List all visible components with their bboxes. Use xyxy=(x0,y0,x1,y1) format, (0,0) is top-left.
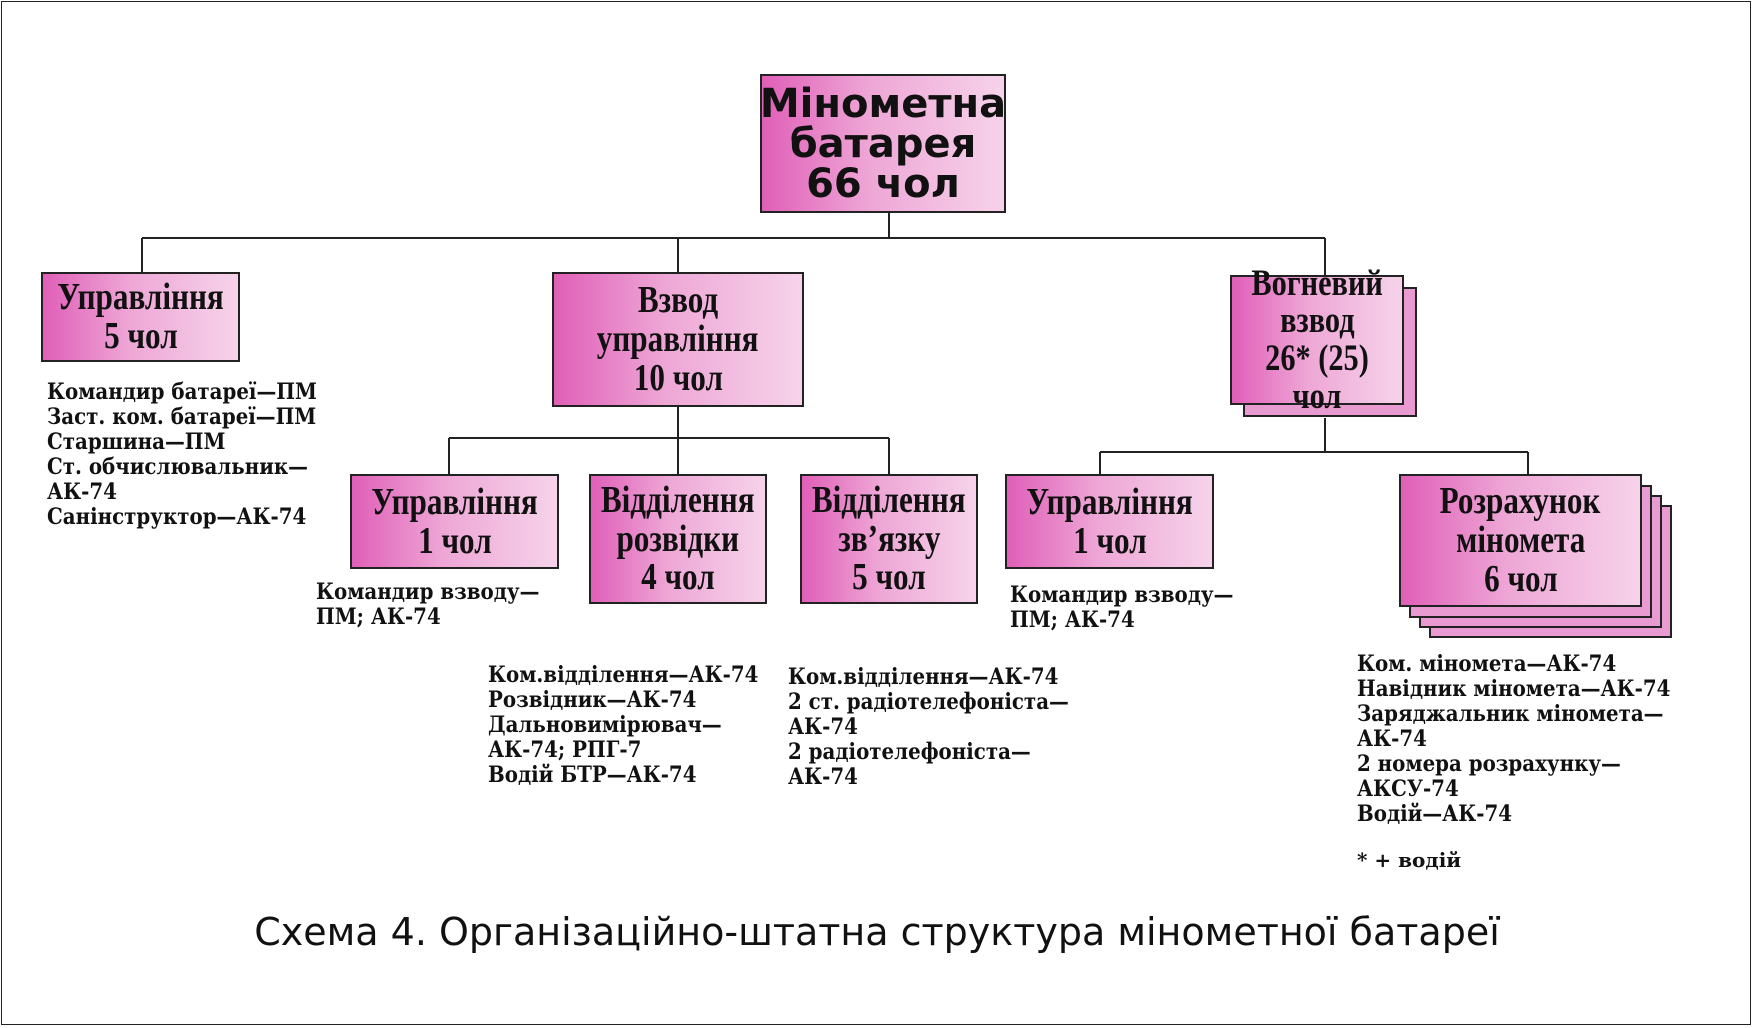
node-line: 1 чол xyxy=(1072,519,1147,562)
list-item: Розвідник—АК-74 xyxy=(488,687,697,713)
list-item: АК-74 xyxy=(1357,726,1427,752)
footnote: * + водій xyxy=(1357,848,1462,872)
list-item: ПМ; АК-74 xyxy=(1010,607,1135,633)
node-line: 5 чол xyxy=(852,556,926,599)
list-item: Ком. міномета—АК-74 xyxy=(1357,651,1617,677)
staff-list-zviazok: Ком.відділення—АК-74 2 ст. радіотелефоні… xyxy=(788,665,1100,790)
list-item: Ст. обчислювальник— xyxy=(47,454,308,480)
list-item: Командир взводу— xyxy=(1010,582,1234,608)
node-line: розвідки xyxy=(616,517,740,560)
node-viddilennia-zviazku: Відділення зв’язку 5 чол xyxy=(800,474,978,604)
node-line: 5 чол xyxy=(103,315,178,357)
node-line: Вогневий xyxy=(1251,262,1383,304)
list-item: Командир взводу— xyxy=(316,579,540,605)
node-vognevyi-upravlinnia: Управління 1 чол xyxy=(1005,474,1214,569)
node-root-battery: Мінометна батарея 66 чол xyxy=(760,74,1006,213)
node-vognevyi-vzvod: Вогневий взвод 26* (25) чол xyxy=(1230,264,1404,415)
staff-list-rozvidka: Ком.відділення—АК-74 Розвідник—АК-74 Дал… xyxy=(488,663,788,788)
node-upravlinnia: Управління 5 чол xyxy=(41,272,240,362)
node-line: Відділення xyxy=(812,478,966,521)
list-item: Санінструктор—АК-74 xyxy=(47,504,307,530)
node-line: зв’язку xyxy=(837,517,941,560)
node-vzvod-upr-upravlinnia: Управління 1 чол xyxy=(350,474,559,569)
node-line: Управління xyxy=(1026,480,1193,523)
list-item: Старшина—ПМ xyxy=(47,429,226,455)
node-line: міномета xyxy=(1455,519,1586,562)
staff-list-vognevyi-upr: Командир взводу— ПМ; АК-74 xyxy=(1010,583,1258,633)
list-item: Заряджальник міномета— xyxy=(1357,701,1664,727)
list-item: 2 радіотелефоніста— xyxy=(788,739,1031,765)
node-line: Взвод xyxy=(637,279,719,322)
list-item: АК-74 xyxy=(788,714,858,740)
node-line: батарея xyxy=(789,120,977,167)
list-item: АК-74; РПГ-7 xyxy=(488,737,642,763)
list-item: Навідник міномета—АК-74 xyxy=(1357,676,1671,702)
node-vzvod-upravlinnia: Взвод управління 10 чол xyxy=(552,272,804,407)
node-line: Розрахунок xyxy=(1440,480,1601,523)
node-line: 4 чол xyxy=(641,556,715,599)
node-line: управління xyxy=(597,318,759,361)
list-item: АК-74 xyxy=(47,479,117,505)
node-line: 26* (25) чол xyxy=(1265,338,1369,417)
staff-list-upravlinnia: Командир батареї—ПМ Заст. ком. батареї—П… xyxy=(47,380,347,530)
list-item: Водій—АК-74 xyxy=(1357,801,1513,827)
node-line: 6 чол xyxy=(1483,557,1558,600)
staff-list-vzvod-upr: Командир взводу— ПМ; АК-74 xyxy=(316,580,564,630)
list-item: АКСУ-74 xyxy=(1357,776,1459,802)
list-item: 2 ст. радіотелефоніста— xyxy=(788,689,1069,715)
node-line: Відділення xyxy=(601,478,755,521)
node-rozrakhunok-minometa: Розрахунок міномета 6 чол xyxy=(1399,474,1642,607)
staff-list-rozrakhunok: Ком. міномета—АК-74 Навідник міномета—АК… xyxy=(1357,652,1705,827)
list-item: Заст. ком. батареї—ПМ xyxy=(47,404,317,430)
node-line: Мінометна xyxy=(759,80,1007,127)
list-item: Дальновимірювач— xyxy=(488,712,722,738)
node-line: 66 чол xyxy=(806,160,960,207)
list-item: Командир батареї—ПМ xyxy=(47,379,317,405)
node-line: взвод xyxy=(1279,300,1355,342)
list-item: Водій БТР—АК-74 xyxy=(488,762,697,788)
list-item: Ком.відділення—АК-74 xyxy=(488,662,759,688)
list-item: АК-74 xyxy=(788,764,858,790)
list-item: 2 номера розрахунку— xyxy=(1357,751,1621,777)
node-line: Управління xyxy=(57,276,224,319)
diagram-caption: Схема 4. Організаційно-штатна структура … xyxy=(254,910,1500,954)
node-viddilennia-rozvidky: Відділення розвідки 4 чол xyxy=(589,474,767,604)
node-line: 10 чол xyxy=(633,356,723,399)
list-item: ПМ; АК-74 xyxy=(316,604,441,630)
node-line: 1 чол xyxy=(417,519,492,562)
node-line: Управління xyxy=(371,480,538,523)
list-item: Ком.відділення—АК-74 xyxy=(788,664,1059,690)
